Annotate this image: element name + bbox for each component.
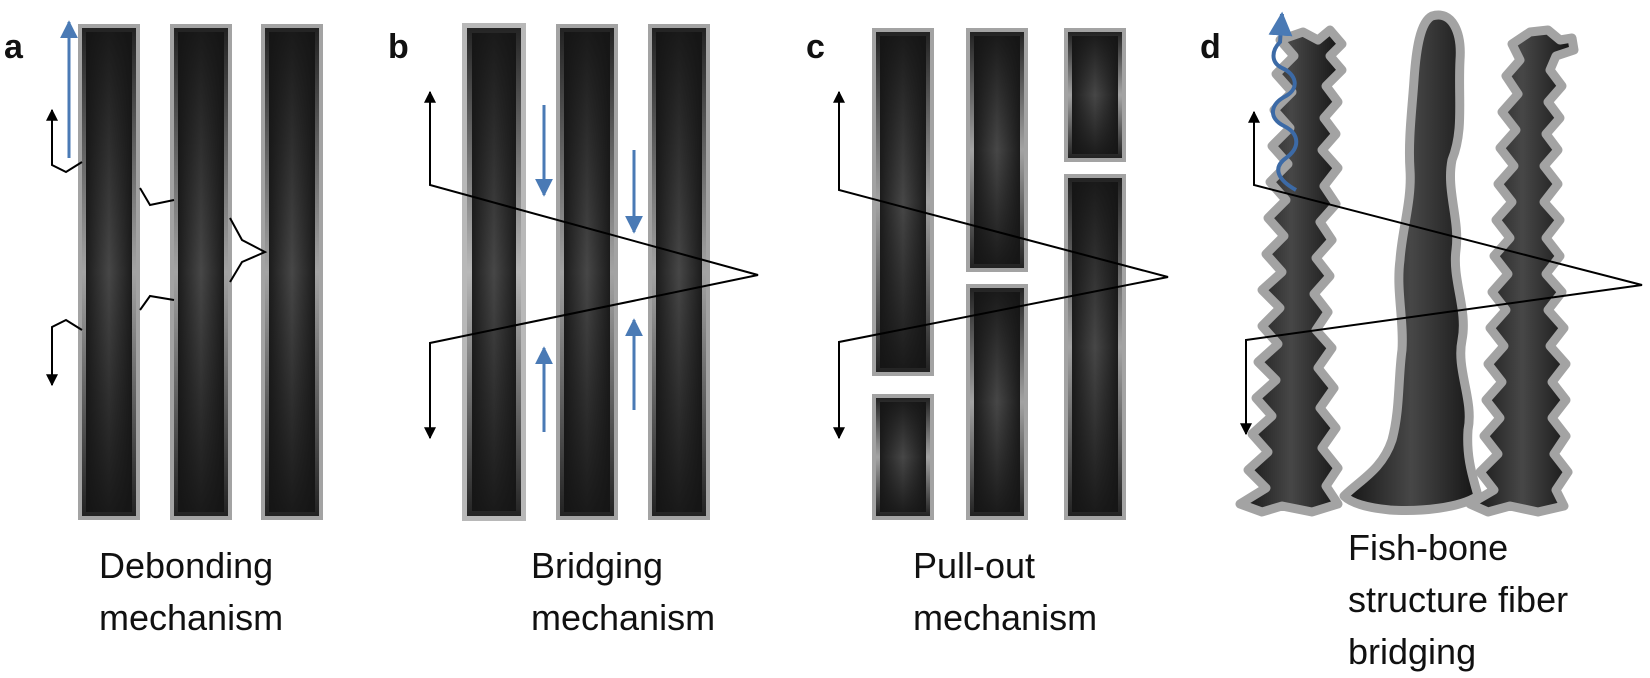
fiber	[648, 24, 710, 520]
fiber-fragment	[872, 394, 934, 520]
crack-line	[1245, 120, 1643, 430]
panel-b: b Bridging mechanism	[388, 23, 759, 638]
crack-line	[229, 217, 268, 283]
fiber-fragment	[1064, 28, 1126, 162]
caption-line-1: Debonding	[99, 545, 273, 586]
caption-line-2: mechanism	[531, 597, 715, 638]
wavy-slip-arrow	[1268, 11, 1299, 192]
caption-line-2: mechanism	[913, 597, 1097, 638]
fiber	[462, 23, 526, 521]
fish-bone-fiber	[1339, 10, 1483, 515]
crack-line	[51, 118, 83, 174]
fiber	[78, 24, 140, 520]
caption-line-2: structure fiber	[1348, 579, 1568, 620]
crack-line	[429, 95, 759, 435]
fiber	[966, 284, 1028, 520]
crack-line	[51, 318, 83, 380]
fiber	[966, 28, 1028, 272]
fiber	[556, 24, 618, 520]
crack-line	[838, 95, 1169, 435]
fiber	[170, 24, 232, 520]
caption-line-3: bridging	[1348, 631, 1476, 672]
panel-c: c Pull-out	[806, 28, 1169, 638]
fish-bone-fiber	[1465, 25, 1579, 517]
panel-letter: d	[1200, 28, 1221, 66]
caption-line-1: Fish-bone	[1348, 527, 1508, 568]
crack-line	[139, 187, 175, 207]
caption-line-1: Pull-out	[913, 545, 1035, 586]
fiber	[261, 24, 323, 520]
fish-bone-fiber	[1235, 25, 1347, 517]
panel-d: d Fish-bone structure fiber bridging	[1200, 10, 1643, 672]
caption-line-1: Bridging	[531, 545, 663, 586]
panel-letter: a	[4, 28, 24, 66]
fiber	[1064, 174, 1126, 520]
caption-line-2: mechanism	[99, 597, 283, 638]
panel-a: a Debonding mechanism	[4, 20, 323, 638]
panel-letter: b	[388, 28, 409, 66]
panel-letter: c	[806, 28, 825, 66]
crack-line	[139, 294, 175, 311]
